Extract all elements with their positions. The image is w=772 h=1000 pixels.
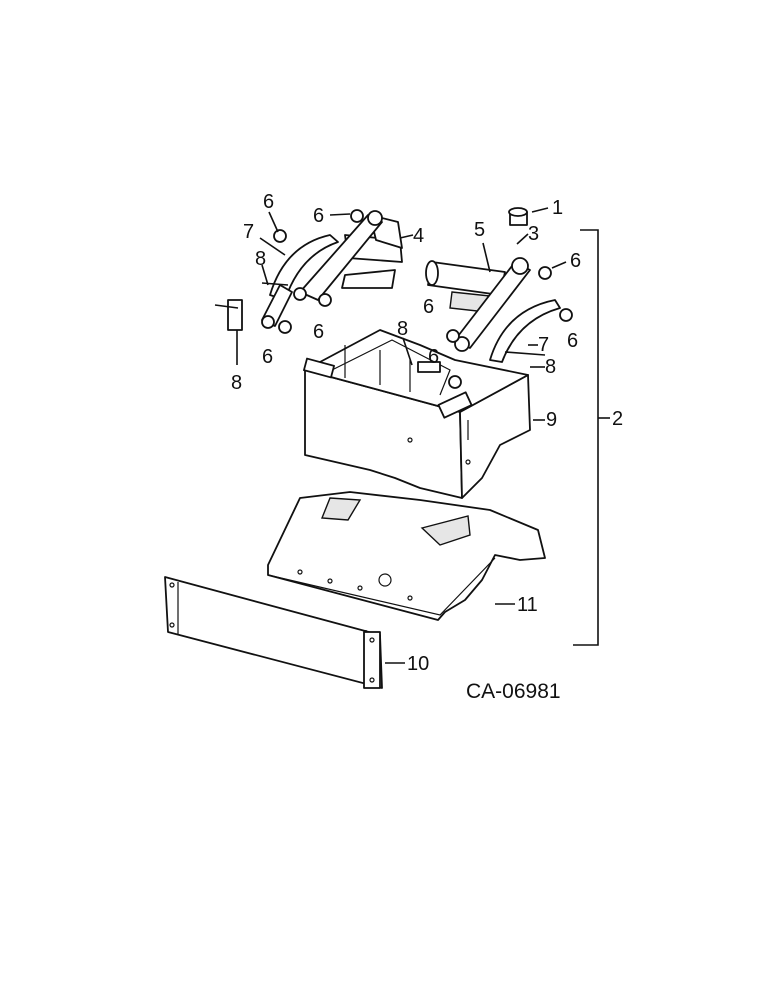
- callout-3: 3: [528, 223, 539, 245]
- callout-7: 7: [243, 221, 254, 243]
- callouts: 1 3 4 5 6 6 6 6 6 6 6 6 7 7 8 8 8 8 9 2 …: [231, 191, 623, 675]
- callout-6: 6: [567, 330, 578, 352]
- callout-1: 1: [552, 197, 563, 219]
- pin-left-part-8: [214, 299, 243, 331]
- lift-arm-left: [299, 210, 383, 301]
- callout-6: 6: [262, 346, 273, 368]
- callout-6: 6: [423, 296, 434, 318]
- quadrant-link-right-part-7: [489, 299, 561, 363]
- callout-6: 6: [570, 250, 581, 272]
- callout-7: 7: [538, 334, 549, 356]
- callout-8: 8: [397, 318, 408, 340]
- callout-5: 5: [474, 219, 485, 241]
- callout-8: 8: [255, 248, 266, 270]
- callout-8: 8: [545, 356, 556, 378]
- floor-plate-part-11: [267, 491, 546, 621]
- nut-part-1: [508, 207, 528, 226]
- callout-10: 10: [407, 653, 429, 675]
- lift-arm-right-part-3: [454, 257, 531, 352]
- drawing-code: CA-06981: [466, 680, 561, 703]
- callout-6: 6: [263, 191, 274, 213]
- pin-center-part-8: [417, 361, 441, 373]
- bushings-part-6: [273, 209, 573, 389]
- callout-9: 9: [546, 409, 557, 431]
- callout-11: 11: [517, 594, 538, 616]
- quadrant-link-left-part-7: [261, 234, 339, 329]
- rear-panel-part-10: [164, 576, 383, 689]
- callout-6: 6: [313, 205, 324, 227]
- callout-4: 4: [413, 225, 424, 247]
- assembly-bracket: [573, 229, 610, 646]
- pin-upper-left-part-8: [261, 282, 289, 286]
- callout-6: 6: [428, 346, 439, 368]
- leader-lines: [236, 207, 567, 664]
- callout-8: 8: [231, 372, 242, 394]
- callout-2: 2: [612, 408, 623, 430]
- callout-6: 6: [313, 321, 324, 343]
- box-frame-part-9: [303, 329, 531, 499]
